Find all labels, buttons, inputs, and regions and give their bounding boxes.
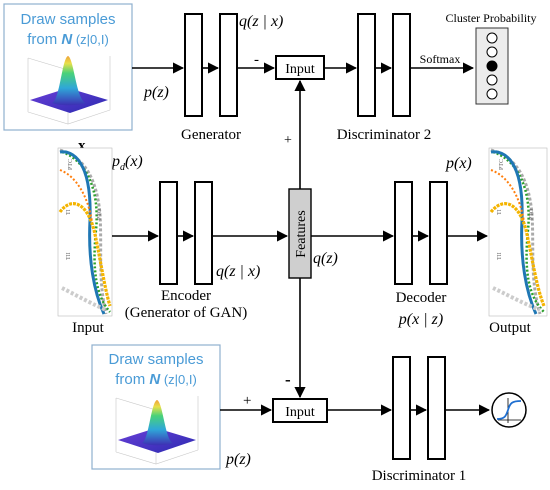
cluster-node-1 — [486, 32, 498, 44]
minus-top: - — [254, 52, 259, 68]
p-xz-label: p(x | z) — [398, 311, 443, 328]
q-zx-top-label: q(z | x) — [239, 13, 283, 30]
discriminator1-label: Discriminator 1 — [372, 468, 467, 484]
svg-text:TI: TI — [497, 209, 503, 215]
generator-of-gan-label: (Generator of GAN) — [125, 305, 247, 321]
sample-box-top-line1: Draw samples — [20, 11, 115, 28]
discriminator2-layer-2 — [392, 13, 411, 117]
encoder-label: Encoder — [161, 288, 211, 304]
generator-layer-1 — [184, 13, 203, 117]
pd-x-label: pd(x) — [111, 153, 143, 173]
svg-text:PTO: PTO — [529, 208, 535, 220]
svg-text:TII: TII — [497, 252, 503, 260]
p-x-label: p(x) — [445, 155, 472, 172]
softmax-label: Softmax — [420, 52, 461, 66]
p-z-top-label: p(z) — [143, 84, 169, 101]
sample-box-top-dist-letter: N — [61, 31, 73, 48]
minus-bottom: - — [285, 370, 291, 389]
cluster-node-2 — [486, 46, 498, 58]
output-data-plot: PTC TI TII PTO — [488, 147, 548, 317]
cluster-probability-panel — [475, 27, 509, 105]
svg-text:PTC: PTC — [68, 159, 74, 170]
sample-box-bottom: Draw samples from N (z|0,I) — [91, 344, 221, 470]
output-label: Output — [489, 320, 532, 336]
generator-layer-2 — [219, 13, 238, 117]
encoder-layer-2 — [194, 181, 213, 285]
svg-text:TI: TI — [66, 209, 72, 215]
x-label: x — [78, 138, 86, 154]
generator-label: Generator — [181, 127, 241, 143]
cluster-node-5 — [486, 88, 498, 100]
sample-box-bottom-from: from — [115, 371, 149, 388]
q-z-label: q(z) — [313, 250, 338, 267]
svg-text:from N (z|0,I): from N (z|0,I) — [115, 371, 197, 388]
sample-box-top-dist-params: (z|0,I) — [72, 32, 109, 47]
features-label: Features — [294, 210, 309, 257]
encoder-layer-1 — [159, 181, 178, 285]
input-data-plot: PTC TI TII PTO — [57, 147, 113, 317]
cluster-node-4 — [486, 74, 498, 86]
gaussian-surface-icon — [27, 56, 111, 125]
sample-box-bottom-dist-letter: N — [149, 371, 161, 388]
sigmoid-icon — [491, 392, 527, 428]
svg-text:PTC: PTC — [499, 159, 505, 170]
p-z-bottom-label: p(z) — [225, 451, 251, 468]
plus-top: + — [284, 133, 292, 148]
cluster-probability-label: Cluster Probability — [446, 11, 537, 25]
input-top-label: Input — [285, 62, 315, 77]
discriminator1-layer-2 — [427, 356, 446, 460]
gaussian-surface-icon — [115, 396, 199, 465]
sample-box-top-from: from — [27, 31, 61, 48]
svg-text:from N (z|0,I): from N (z|0,I) — [27, 31, 109, 48]
discriminator2-label: Discriminator 2 — [337, 127, 432, 143]
plus-bottom: + — [243, 393, 251, 409]
svg-text:TII: TII — [66, 252, 72, 260]
input-label: Input — [72, 320, 104, 336]
decoder-layer-2 — [429, 181, 448, 285]
sample-box-top: Draw samples from N (z|0,I) — [3, 3, 133, 131]
discriminator1-layer-1 — [392, 356, 411, 460]
decoder-layer-1 — [394, 181, 413, 285]
sample-box-bottom-line1: Draw samples — [108, 351, 203, 368]
sample-box-bottom-dist-params: (z|0,I) — [160, 372, 197, 387]
discriminator2-layer-1 — [357, 13, 376, 117]
input-bottom-label: Input — [285, 405, 315, 420]
q-zx-mid-label: q(z | x) — [216, 263, 260, 280]
decoder-label: Decoder — [396, 290, 447, 306]
svg-text:PTO: PTO — [97, 208, 103, 220]
cluster-node-3-selected — [486, 60, 498, 72]
